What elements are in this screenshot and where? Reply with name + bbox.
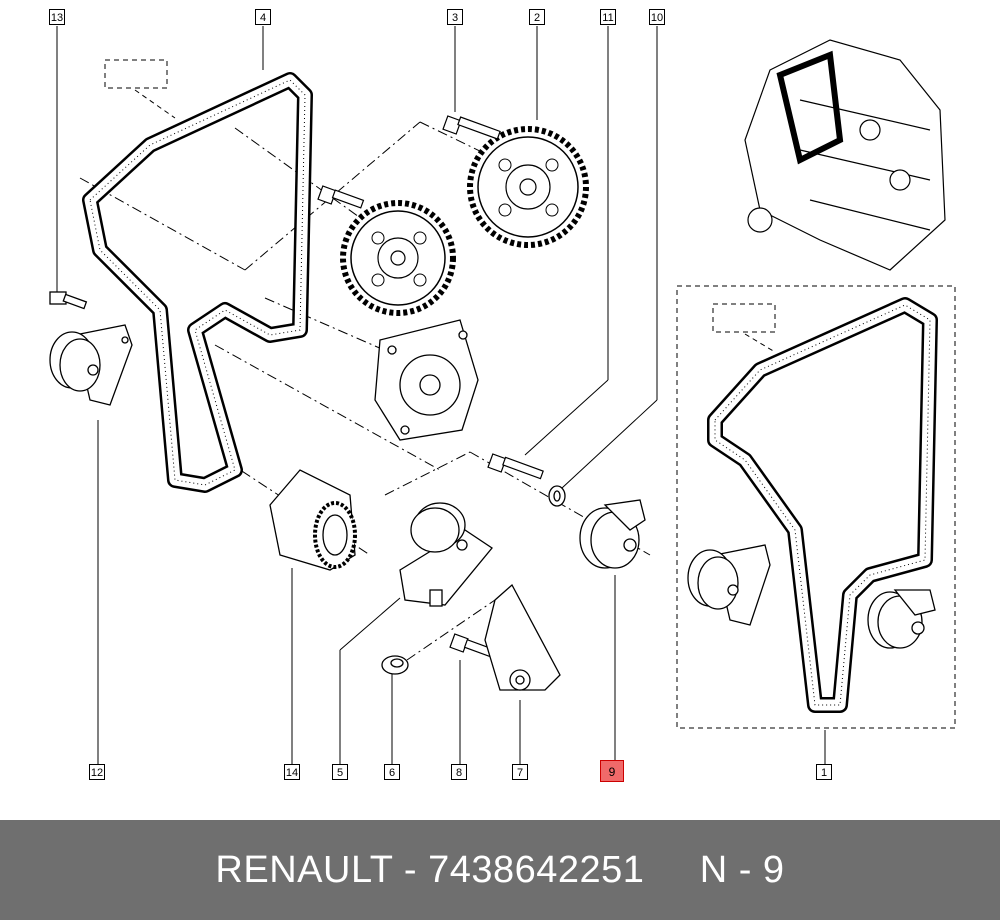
callout-5: 5 — [332, 764, 348, 780]
camshaft-pulley-left — [340, 200, 456, 316]
callout-9-highlighted: 9 — [600, 760, 624, 782]
callout-12: 12 — [89, 764, 105, 780]
callout-2: 2 — [529, 9, 545, 25]
brand-name: RENAULT — [215, 849, 393, 891]
caption-gap — [644, 849, 699, 891]
callout-11: 11 — [600, 9, 616, 25]
caption-separator: - — [392, 849, 429, 891]
washer — [381, 655, 409, 675]
idler-pulley — [399, 502, 493, 607]
timing-belt-left — [82, 72, 313, 493]
part-caption-bar: RENAULT - 7438642251 N - 9 — [0, 820, 1000, 920]
tensioner-7 — [484, 583, 561, 691]
callout-3: 3 — [447, 9, 463, 25]
part-number: 7438642251 — [428, 849, 645, 891]
camshaft-pulley-right — [467, 126, 589, 248]
kit-tensioner-left — [687, 544, 771, 626]
callout-1: 1 — [816, 764, 832, 780]
callout-4: 4 — [255, 9, 271, 25]
tensioner-9 — [579, 499, 646, 569]
callout-7: 7 — [512, 764, 528, 780]
pulley-bolts — [317, 115, 501, 209]
kit-tensioner-right — [867, 589, 936, 649]
callout-10: 10 — [649, 9, 665, 25]
callout-14: 14 — [284, 764, 300, 780]
engine-block-thumbnail — [744, 39, 946, 271]
crankshaft-sprocket — [269, 469, 357, 571]
callout-8: 8 — [451, 764, 467, 780]
tensioner-pulley-12 — [49, 291, 133, 406]
callout-13: 13 — [49, 9, 65, 25]
bolt-11 — [487, 453, 544, 480]
washer-10 — [548, 485, 566, 507]
position-number: N - 9 — [699, 849, 785, 891]
callout-6: 6 — [384, 764, 400, 780]
timing-belt-kit — [707, 297, 938, 713]
timing-belt-exploded-diagram — [49, 26, 956, 764]
water-pump — [374, 319, 479, 441]
